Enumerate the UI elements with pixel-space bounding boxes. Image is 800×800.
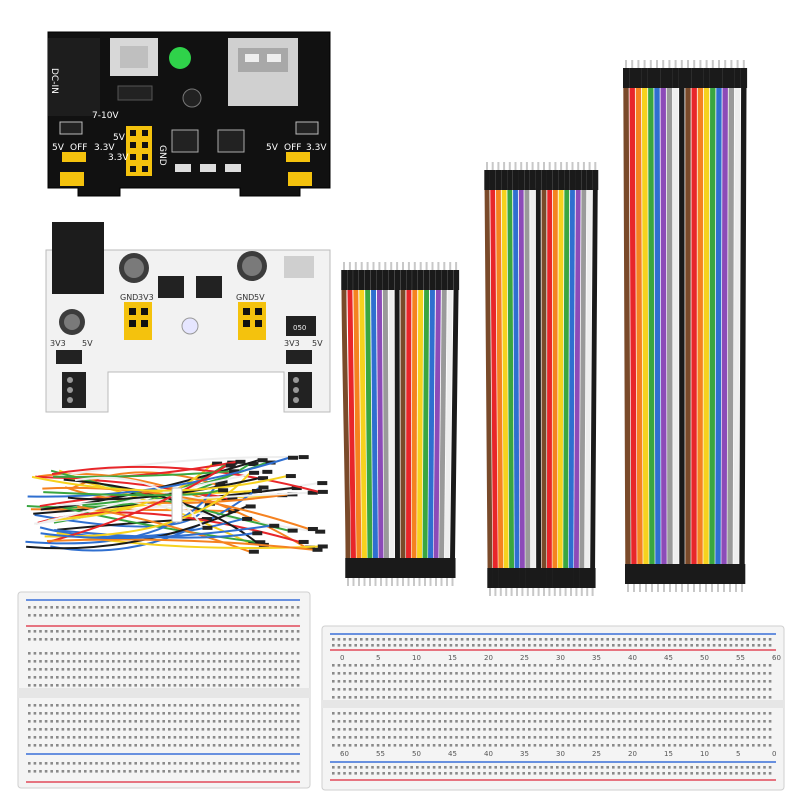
column-number: 30 <box>556 654 565 662</box>
center-channel <box>18 688 310 698</box>
column-number: 15 <box>664 750 673 758</box>
column-number: 0 <box>340 654 344 662</box>
column-number: 35 <box>592 654 601 662</box>
pin-label-33: 3.3V <box>108 153 129 163</box>
label-33-left: 3.3V <box>94 143 115 153</box>
column-numbers-top: 0 5 10 15 20 25 30 35 40 45 50 55 60 <box>340 654 781 662</box>
dupont-cable-short <box>341 262 460 586</box>
diode-chip <box>286 316 316 336</box>
slide-switch-left <box>56 350 82 364</box>
column-number: 55 <box>736 654 745 662</box>
dc-label: DC-IN <box>49 68 59 94</box>
label-3v3-sw-r: 3V3 <box>284 339 300 348</box>
diode-label: 050 <box>293 324 306 332</box>
dc-jack-white <box>52 222 104 294</box>
black-power-module: 7-10V DC-IN 5V 3.3V GND 5V OFF 3.3V 5V O… <box>47 31 331 197</box>
dc-jack <box>48 38 100 116</box>
led-green <box>169 47 191 69</box>
column-number: 15 <box>448 654 457 662</box>
column-number: 10 <box>700 750 709 758</box>
column-number: 40 <box>628 654 637 662</box>
label-5v-sw-r: 5V <box>312 339 323 348</box>
label-3v3-sw: 3V3 <box>50 339 66 348</box>
regulator-white-b <box>196 276 222 298</box>
regulator-left <box>171 129 199 153</box>
pin-label-gnd: GND <box>157 145 167 166</box>
pin-header-yellow <box>126 126 152 176</box>
label-off-left: OFF <box>70 143 87 153</box>
white-power-module: GND 3V3 GND 5V 050 3V3 5V 3V3 5V <box>45 222 331 413</box>
jumper-left <box>62 152 86 162</box>
jumper-wire-bundle <box>25 455 328 554</box>
label-off-right: OFF <box>284 143 301 153</box>
regulator-right <box>217 129 245 153</box>
column-number: 10 <box>412 654 421 662</box>
column-number: 5 <box>736 750 740 758</box>
jumper-right <box>286 152 310 162</box>
column-number: 20 <box>484 654 493 662</box>
column-number: 55 <box>376 750 385 758</box>
column-number: 35 <box>520 750 529 758</box>
column-number: 40 <box>484 750 493 758</box>
column-number: 45 <box>664 654 673 662</box>
label-5v-left: 5V <box>52 143 65 153</box>
label-33-right: 3.3V <box>306 143 327 153</box>
column-number: 50 <box>412 750 421 758</box>
column-number: 50 <box>700 654 709 662</box>
column-number: 45 <box>448 750 457 758</box>
label-gnd-right: GND <box>236 293 254 302</box>
column-number: 25 <box>592 750 601 758</box>
label-gnd-left: GND <box>120 293 138 302</box>
regulator-white-a <box>158 276 184 298</box>
column-number: 20 <box>628 750 637 758</box>
dupont-cable-long <box>623 60 748 592</box>
led-white <box>181 317 199 335</box>
column-number: 60 <box>772 654 781 662</box>
voltage-label: 7-10V <box>92 111 119 121</box>
label-5v-sw: 5V <box>82 339 93 348</box>
column-number: 0 <box>772 750 776 758</box>
label-5v-right: 5V <box>266 143 279 153</box>
pin-label-5v: 5V <box>113 133 126 143</box>
label-5v-right-w: 5V <box>254 293 265 302</box>
breadboard-half <box>17 591 311 789</box>
mini-usb <box>284 256 314 278</box>
column-number: 5 <box>376 654 380 662</box>
column-number: 30 <box>556 750 565 758</box>
dupont-cable-medium <box>484 162 599 596</box>
slide-switch-right <box>286 350 312 364</box>
label-3v3-left: 3V3 <box>138 293 154 302</box>
column-number: 25 <box>520 654 529 662</box>
center-channel-lg <box>322 700 784 708</box>
column-number: 60 <box>340 750 349 758</box>
